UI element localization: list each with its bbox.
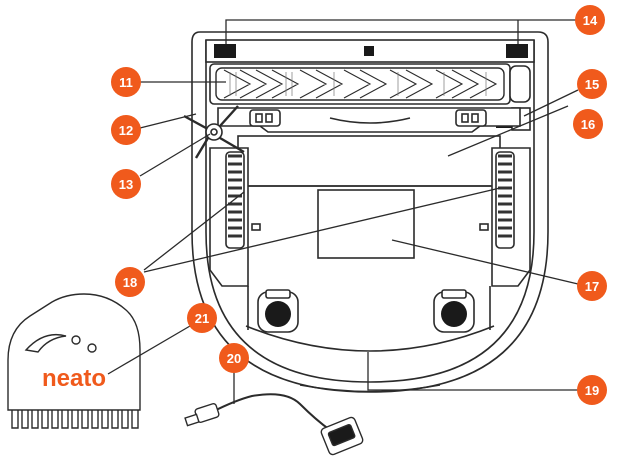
callout-18: 18: [115, 267, 145, 297]
charging-contact-arc: [245, 325, 495, 352]
leader-18: [143, 187, 501, 273]
svg-text:13: 13: [119, 177, 133, 192]
right-caster-wheel: [433, 289, 475, 333]
callout-badges: 11 12 13 14 15 16 17 18: [111, 5, 607, 405]
callout-14: 14: [575, 5, 605, 35]
callout-13: 13: [111, 169, 141, 199]
side-brush: [183, 105, 245, 159]
leader-13: [139, 133, 211, 177]
robot-body: [183, 31, 549, 393]
dirt-bin-panel: [237, 135, 501, 187]
leader-15: [523, 89, 579, 117]
left-caster-wheel: [257, 289, 299, 333]
leader-16: [447, 105, 569, 157]
leader-17: [391, 239, 579, 285]
callout-15: 15: [577, 69, 607, 99]
comb-hole-2: [87, 343, 97, 353]
svg-text:16: 16: [581, 117, 595, 132]
top-sensor-right: [506, 44, 528, 58]
right-wheel-well: [479, 147, 531, 287]
usb-adapter-cable: [184, 393, 364, 456]
svg-text:15: 15: [585, 77, 599, 92]
svg-text:12: 12: [119, 123, 133, 138]
leader-lines: [107, 19, 579, 404]
svg-text:17: 17: [585, 279, 599, 294]
callout-12: 12: [111, 115, 141, 145]
svg-text:21: 21: [195, 311, 209, 326]
top-sensor-left: [214, 44, 236, 58]
leader-12: [139, 113, 197, 129]
leader-21: [107, 325, 191, 375]
cable-wire: [211, 393, 331, 431]
brush-end-cap: [509, 65, 531, 103]
svg-text:20: 20: [227, 351, 241, 366]
comb-teeth: [11, 410, 139, 429]
comb-body: [7, 293, 141, 411]
label-sticker: [317, 189, 415, 259]
leader-19: [367, 352, 578, 391]
svg-text:14: 14: [583, 13, 598, 28]
comb-hole-1: [71, 335, 81, 345]
usb-female-connector: [320, 416, 364, 456]
guard-clip-left: [249, 109, 281, 127]
comb-hook: [24, 333, 67, 353]
guard-center-tab: [329, 117, 411, 124]
callout-19: 19: [577, 375, 607, 405]
svg-text:19: 19: [585, 383, 599, 398]
callout-20: 20: [219, 343, 249, 373]
robot-front-lip: [299, 384, 441, 393]
left-wheel-well: [209, 147, 261, 287]
leader-14: [225, 19, 576, 44]
callout-17: 17: [577, 271, 607, 301]
svg-text:18: 18: [123, 275, 137, 290]
top-sensor-center: [364, 46, 374, 56]
callout-21: 21: [187, 303, 217, 333]
brush-cleaning-comb: [7, 293, 141, 429]
guard-clip-right: [455, 109, 487, 127]
callout-11: 11: [111, 67, 141, 97]
robot-inner-shell: [205, 40, 535, 383]
comb-brand-logo: neato: [42, 365, 106, 392]
micro-usb-plug: [184, 403, 220, 427]
brush-guard: [217, 107, 521, 133]
svg-text:11: 11: [119, 75, 133, 90]
main-brush-roll: [215, 67, 505, 101]
callout-16: 16: [573, 109, 603, 139]
